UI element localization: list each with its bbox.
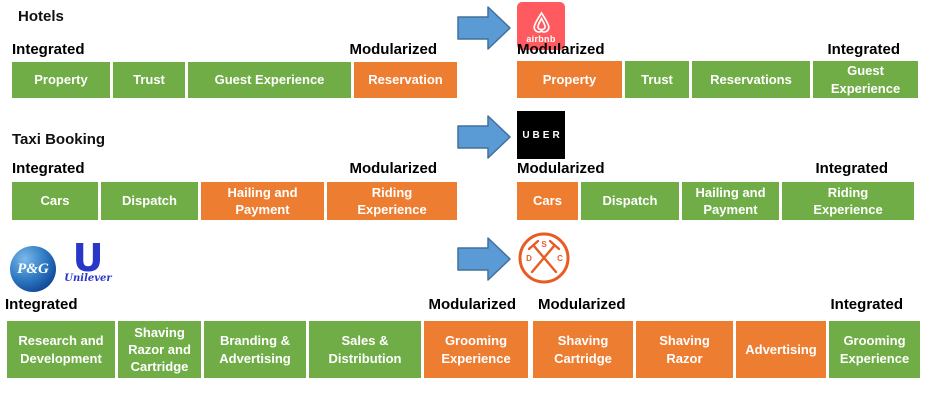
taxi-disruptor-bar: Cars Dispatch Hailing and Payment Riding… <box>517 182 914 220</box>
row-taxi-title: Taxi Booking <box>12 131 106 148</box>
segment-shaving-cartridge: Shaving Cartridge <box>533 321 633 378</box>
hotels-disruptor-bar: Property Trust Reservations Guest Experi… <box>517 61 918 98</box>
airbnb-belo-icon <box>532 10 550 33</box>
segment-hailing-payment: Hailing and Payment <box>682 182 779 220</box>
shave-right-integrated-label: Integrated <box>830 296 903 313</box>
taxi-right-modularized-label: Modularized <box>517 160 605 177</box>
unilever-u-icon: U <box>72 236 104 280</box>
segment-cars: Cars <box>517 182 578 220</box>
segment-property: Property <box>12 62 110 98</box>
segment-grooming-experience: Grooming Experience <box>829 321 920 378</box>
pg-wordmark: P&G <box>17 260 49 277</box>
dsc-letter-s: S <box>541 240 547 249</box>
crossed-razors-icon <box>527 239 561 274</box>
segment-reservations: Reservations <box>692 61 810 98</box>
taxi-right-integrated-label: Integrated <box>815 160 888 177</box>
hotels-incumbent-bar: Property Trust Guest Experience Reservat… <box>12 62 457 98</box>
shave-right-modularized-label: Modularized <box>538 296 626 313</box>
right-arrow-icon <box>457 115 511 159</box>
segment-branding-advertising: Branding & Advertising <box>204 321 306 378</box>
segment-shaving-razor-cartridge: Shaving Razor and Cartridge <box>118 321 201 378</box>
uber-wordmark: UBER <box>522 129 563 141</box>
airbnb-wordmark: airbnb <box>526 33 556 44</box>
dollar-shave-club-logo: S D C <box>518 232 570 284</box>
unilever-wordmark: Unilever <box>64 273 112 285</box>
pg-logo: P&G <box>10 246 56 292</box>
hotels-right-modularized-label: Modularized <box>517 41 605 58</box>
segment-grooming-experience: Grooming Experience <box>424 321 528 378</box>
right-arrow-icon <box>457 6 511 50</box>
hotels-left-integrated-label: Integrated <box>12 41 85 58</box>
hotels-right-integrated-label: Integrated <box>827 41 900 58</box>
segment-shaving-razor: Shaving Razor <box>636 321 733 378</box>
shave-incumbent-bar: Research and Development Shaving Razor a… <box>7 321 528 378</box>
segment-dispatch: Dispatch <box>101 182 198 220</box>
hotels-left-modularized-label: Modularized <box>349 41 437 58</box>
uber-logo: UBER <box>517 111 565 159</box>
segment-hailing-payment: Hailing and Payment <box>201 182 324 220</box>
shave-left-integrated-label: Integrated <box>5 296 78 313</box>
segment-riding-experience: Riding Experience <box>782 182 914 220</box>
dsc-letter-d: D <box>526 254 532 263</box>
segment-property: Property <box>517 61 622 98</box>
segment-guest-experience: Guest Experience <box>813 61 918 98</box>
airbnb-logo: airbnb <box>517 2 565 50</box>
unilever-logo: U Unilever <box>62 236 114 285</box>
segment-riding-experience: Riding Experience <box>327 182 457 220</box>
taxi-incumbent-bar: Cars Dispatch Hailing and Payment Riding… <box>12 182 457 220</box>
taxi-left-integrated-label: Integrated <box>12 160 85 177</box>
segment-dispatch: Dispatch <box>581 182 679 220</box>
row-hotels-title: Hotels <box>18 8 64 25</box>
segment-trust: Trust <box>113 62 185 98</box>
segment-cars: Cars <box>12 182 98 220</box>
dsc-letter-c: C <box>557 254 563 263</box>
segment-guest-experience: Guest Experience <box>188 62 351 98</box>
segment-advertising: Advertising <box>736 321 826 378</box>
shave-left-modularized-label: Modularized <box>428 296 516 313</box>
shave-disruptor-bar: Shaving Cartridge Shaving Razor Advertis… <box>533 321 920 378</box>
segment-research-development: Research and Development <box>7 321 115 378</box>
segment-reservation: Reservation <box>354 62 457 98</box>
segment-sales-distribution: Sales & Distribution <box>309 321 421 378</box>
right-arrow-icon <box>457 237 511 281</box>
segment-trust: Trust <box>625 61 689 98</box>
taxi-left-modularized-label: Modularized <box>349 160 437 177</box>
